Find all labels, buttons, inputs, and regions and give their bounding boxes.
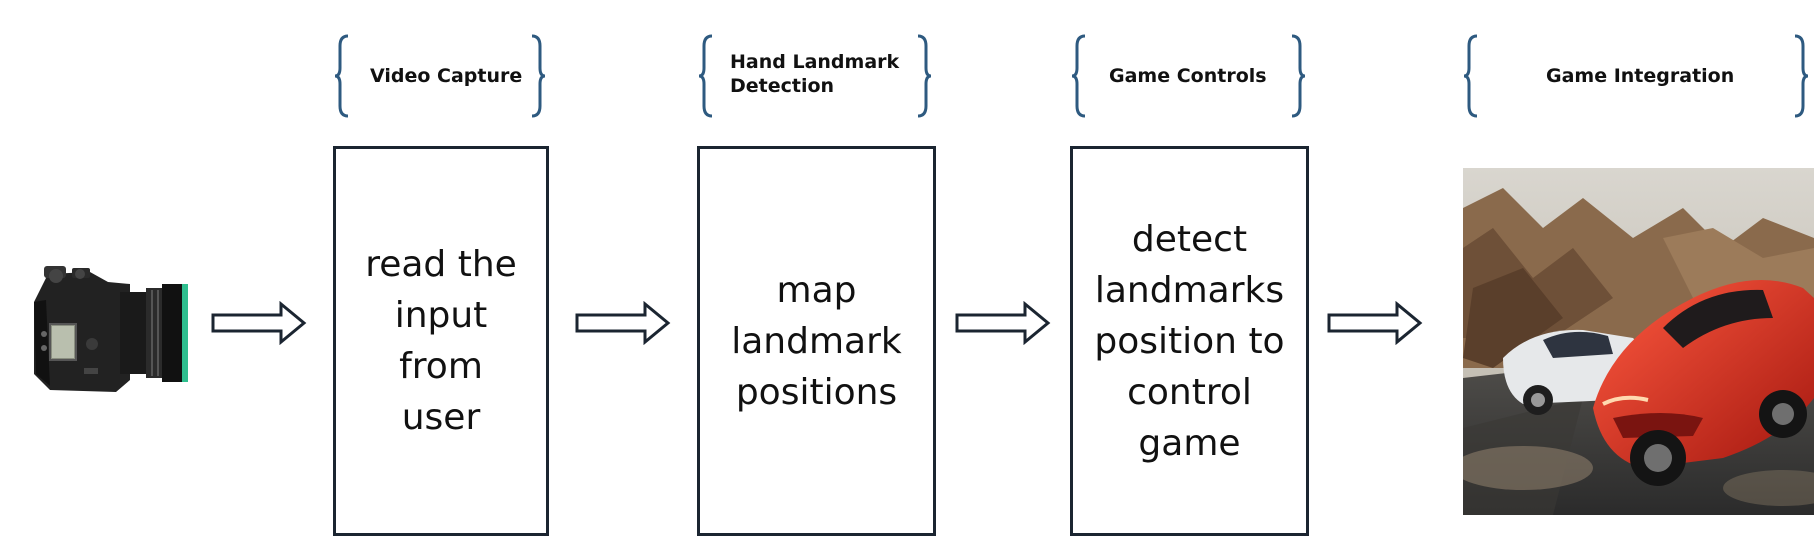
brace-left-game-integration bbox=[1463, 34, 1479, 118]
brace-left-hand-landmark-detection bbox=[698, 34, 714, 118]
stage-description-game-controls: detect landmarks position to control gam… bbox=[1094, 218, 1285, 464]
brace-right-game-controls bbox=[1290, 34, 1306, 118]
camera-image bbox=[24, 262, 189, 412]
stage-label-video-capture: Video Capture bbox=[370, 65, 523, 87]
stage-box-video-capture: read the input from user bbox=[333, 146, 549, 536]
brace-right-hand-landmark-detection bbox=[916, 34, 932, 118]
stage-description-hand-landmark-detection: map landmark positions bbox=[731, 269, 902, 413]
stage-label-hand-landmark-detection: Hand Landmark Detection bbox=[730, 51, 900, 97]
stage-box-hand-landmark-detection: map landmark positions bbox=[697, 146, 936, 536]
stage-description-video-capture: read the input from user bbox=[365, 244, 517, 438]
racing-game-image bbox=[1463, 168, 1814, 515]
arrow-camera-to-video-capture bbox=[211, 300, 307, 346]
arrow-detection-to-game-controls bbox=[955, 300, 1051, 346]
stage-box-game-controls: detect landmarks position to control gam… bbox=[1070, 146, 1309, 536]
brace-left-video-capture bbox=[334, 34, 350, 118]
brace-left-game-controls bbox=[1071, 34, 1087, 118]
brace-right-game-integration bbox=[1793, 34, 1809, 118]
arrow-video-capture-to-detection bbox=[575, 300, 671, 346]
arrow-game-controls-to-integration bbox=[1327, 300, 1423, 346]
brace-right-video-capture bbox=[530, 34, 546, 118]
stage-label-game-integration: Game Integration bbox=[1546, 65, 1735, 87]
stage-label-game-controls: Game Controls bbox=[1109, 65, 1267, 87]
